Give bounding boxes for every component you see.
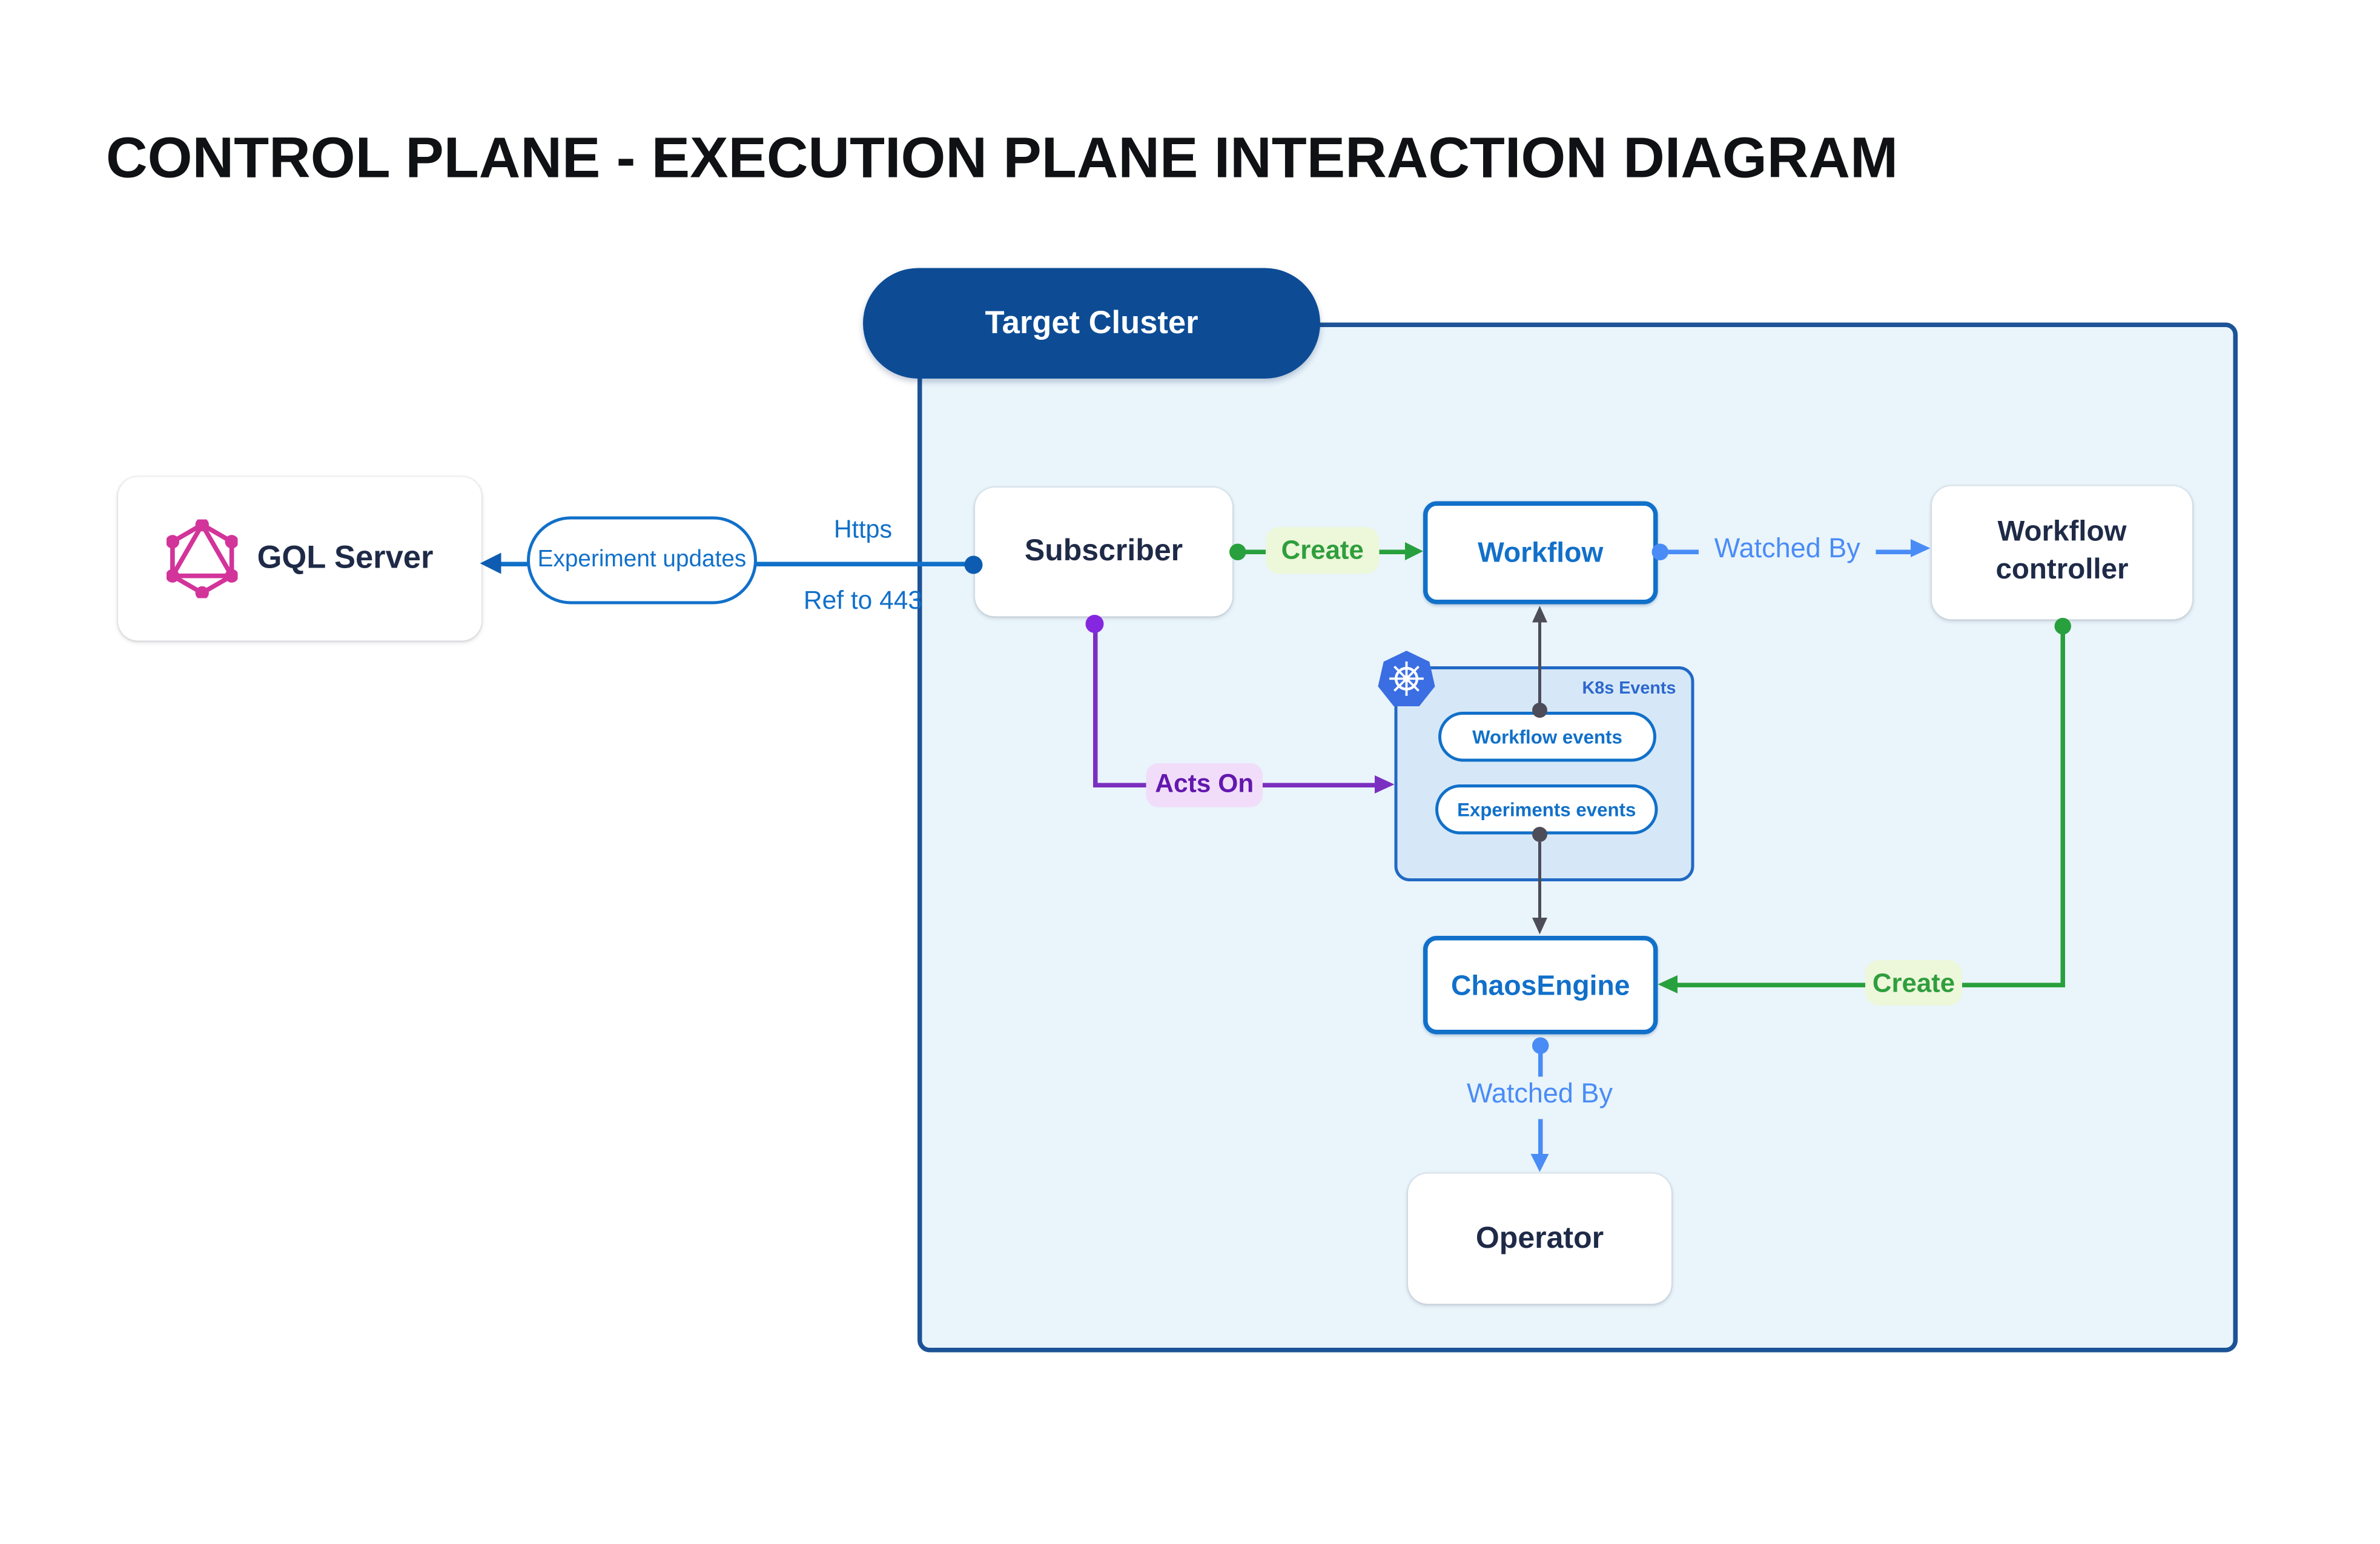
experiment-updates-badge: Experiment updates (527, 516, 757, 605)
edge-actson-vline (1092, 624, 1097, 784)
edge-create-workflow-source-dot (1229, 543, 1246, 560)
kubernetes-icon (1378, 651, 1435, 706)
ref-to-443-label: Ref to 443 (803, 586, 923, 615)
arrowhead-down-to-chaosengine (1531, 918, 1547, 935)
node-workflow: Workflow (1423, 501, 1658, 605)
experiment-updates-label: Experiment updates (537, 547, 747, 573)
workflow-events-pill: Workflow events (1438, 712, 1656, 762)
experiments-events-pill: Experiments events (1435, 784, 1658, 835)
edge-create-chaos-source-dot (2054, 617, 2071, 634)
arrowhead-to-chaosengine (1658, 974, 1678, 993)
subscriber-label: Subscriber (1024, 534, 1183, 568)
edge-watchedby-controller-line-a (1667, 549, 1699, 554)
edge-experimentsevents-dot (1532, 827, 1547, 842)
arrowhead-up-to-workflow (1531, 606, 1547, 623)
edge-watchedby-operator-line-a (1537, 1045, 1542, 1077)
edge-watchedby-operator-source-dot (1531, 1036, 1549, 1053)
acts-on-label: Acts On (1146, 762, 1263, 807)
experiments-events-label: Experiments events (1457, 798, 1636, 820)
k8s-events-label: K8s Events (1582, 680, 1676, 698)
watched-by-controller-label: Watched By (1714, 533, 1860, 563)
node-operator: Operator (1408, 1173, 1671, 1304)
diagram-title: CONTROL PLANE - EXECUTION PLANE INTERACT… (106, 127, 1899, 191)
edge-experimentsevents-line (1538, 842, 1541, 918)
edge-create-workflow-line-a (1245, 549, 1268, 554)
arrowhead-to-workflow-controller (1911, 539, 1931, 557)
workflow-controller-label: Workflow controller (1995, 517, 2129, 586)
workflow-label: Workflow (1478, 536, 1604, 568)
edge-workflowevents-dot (1532, 703, 1547, 718)
target-cluster-pill: Target Cluster (863, 268, 1320, 379)
node-gql-server: GQL Server (118, 477, 481, 641)
create-workflow-label: Create (1266, 527, 1380, 574)
workflow-events-label: Workflow events (1472, 726, 1622, 747)
edge-create-chaos-vline (2060, 625, 2064, 987)
edge-watchedby-controller-source-dot (1651, 543, 1668, 560)
chaos-engine-label: ChaosEngine (1450, 968, 1630, 1001)
arrowhead-to-workflow (1405, 541, 1423, 560)
edge-https-source-dot (964, 555, 983, 574)
gql-server-label: GQL Server (257, 540, 434, 576)
edge-create-chaos-hline-a (1962, 982, 2064, 987)
node-workflow-controller: Workflow controller (1932, 486, 2192, 620)
edge-workflowevents-line (1538, 622, 1541, 704)
arrowhead-down-to-operator (1530, 1154, 1549, 1172)
k8s-events-box: K8s Events (1394, 666, 1694, 881)
node-subscriber: Subscriber (975, 488, 1232, 617)
watched-by-operator-label: Watched By (1467, 1078, 1613, 1108)
edge-create-chaos-hline-b (1678, 982, 1865, 987)
https-label: Https (833, 516, 893, 544)
create-chaos-label: Create (1865, 960, 1962, 1006)
node-chaos-engine: ChaosEngine (1423, 936, 1658, 1035)
edge-watchedby-controller-line-b (1876, 549, 1911, 554)
edge-create-workflow-line-b (1379, 549, 1407, 554)
arrowhead-to-gql-server (480, 552, 501, 574)
target-cluster-label: Target Cluster (985, 305, 1198, 340)
operator-label: Operator (1475, 1221, 1604, 1255)
arrowhead-to-k8s-events (1375, 774, 1395, 793)
graphql-icon (166, 519, 238, 598)
edge-actson-source-dot (1085, 615, 1104, 633)
edge-watchedby-operator-line-b (1537, 1119, 1542, 1154)
